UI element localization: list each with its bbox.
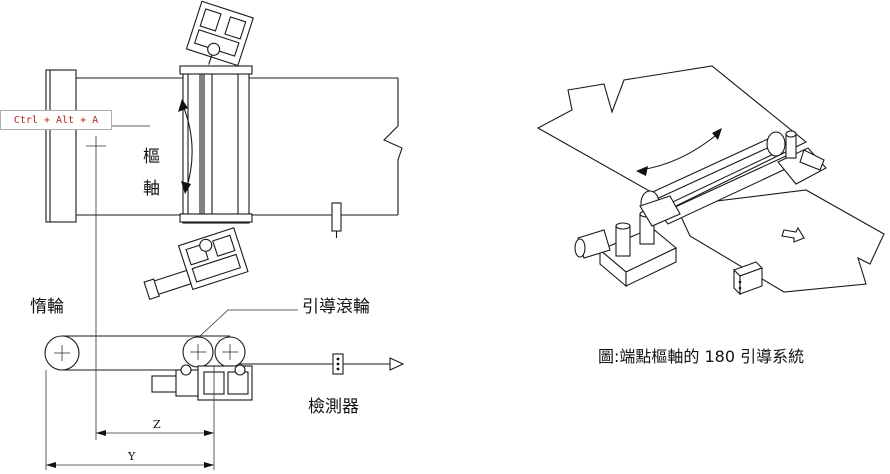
iso-sensor	[733, 261, 763, 296]
sensor-top-view	[331, 202, 342, 238]
iso-bracket-right	[777, 130, 827, 185]
pivot-rotation-arrow	[178, 99, 193, 194]
dimension-y-label: Y	[127, 450, 136, 463]
dimension-z	[95, 158, 215, 470]
guide-roller-label: 引導滾輪	[302, 297, 370, 317]
iso-rotation-arrow	[636, 128, 722, 176]
dimension-z-label: Z	[153, 418, 161, 431]
sensor-side-view	[332, 353, 344, 375]
actuator-top	[185, 0, 254, 67]
isometric-view	[536, 65, 885, 296]
side-view: 惰輪 引導滾輪 檢測器 Z Y	[30, 158, 405, 470]
pivot-roller-frame	[179, 65, 253, 224]
web-sheet-lower	[675, 189, 885, 293]
iso-actuator-left	[574, 195, 681, 288]
pivot-label-1: 樞	[143, 147, 160, 167]
shortcut-tooltip: Ctrl + Alt + A	[0, 110, 112, 130]
dimension-y	[45, 370, 214, 470]
actuator-side-view	[151, 364, 253, 401]
web-direction-arrow	[389, 357, 405, 371]
web-strip-top-view	[45, 69, 403, 223]
pivot-label-2: 軸	[143, 179, 160, 199]
detector-label: 檢測器	[308, 397, 359, 417]
iso-web-direction-arrow	[781, 226, 805, 243]
iso-roller	[640, 131, 793, 225]
figure-caption: 圖:端點樞軸的 180 引導系統	[598, 347, 804, 366]
top-view: 樞 軸	[45, 0, 403, 300]
actuator-bottom	[143, 227, 249, 300]
idler-roller-label: 惰輪	[30, 297, 64, 317]
